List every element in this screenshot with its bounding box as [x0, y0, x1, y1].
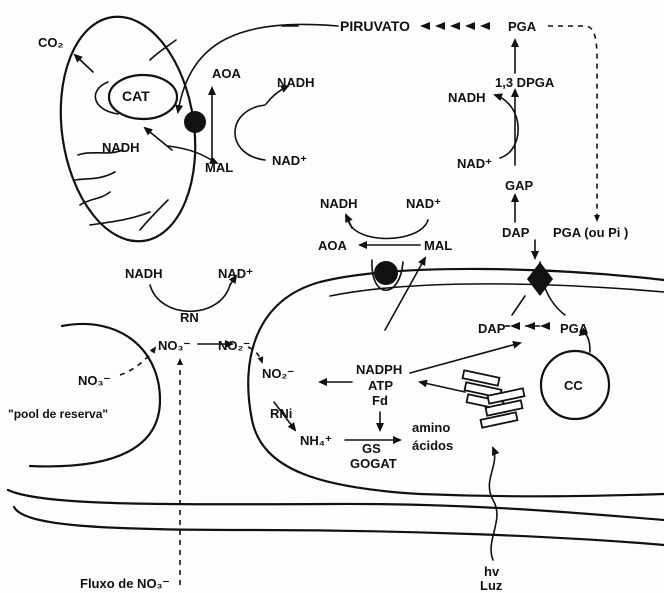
nadh-rn-label: NADH: [125, 266, 163, 281]
piruvato-label: PIRUVATO: [340, 18, 410, 34]
mal-mito-label: MAL: [205, 160, 233, 175]
hv-label: hv: [484, 564, 500, 579]
cc-label: CC: [564, 378, 583, 393]
nad-plus-glyc-label: NAD⁺: [457, 156, 492, 171]
thylakoids: [463, 370, 525, 427]
pool-label: "pool de reserva": [8, 407, 108, 421]
cat-label: CAT: [122, 88, 150, 104]
no3-cyto-label: NO₃⁻: [158, 338, 191, 353]
nadh-glyc-label: NADH: [448, 90, 486, 105]
amino-label: amino: [412, 420, 450, 435]
no3-vacuole-label: NO₃⁻: [78, 373, 111, 388]
aoa-mito-label: AOA: [212, 66, 242, 81]
gap-label: GAP: [505, 178, 534, 193]
nadh-mito-right-label: NADH: [277, 75, 315, 90]
co2-label: CO₂: [38, 35, 64, 50]
gogat-label: GOGAT: [350, 456, 397, 471]
dap-upper-label: DAP: [502, 225, 530, 240]
nad-plus-mid-label: NAD⁺: [406, 196, 441, 211]
chloroplast: [248, 269, 664, 496]
dap-chloro-label: DAP: [478, 321, 506, 336]
aoa-mid-label: AOA: [318, 238, 348, 253]
no2-cyto-label: NO₂⁻: [218, 338, 250, 353]
vacuole: [30, 324, 160, 466]
rni-label: RNi: [270, 406, 292, 421]
pga-ou-pi-label: PGA (ou Pi ): [553, 225, 628, 240]
no2-chloro-label: NO₂⁻: [262, 366, 294, 381]
nh4-label: NH₄⁺: [300, 433, 332, 448]
atp-label: ATP: [368, 378, 393, 393]
gs-label: GS: [362, 441, 381, 456]
luz-label: Luz: [480, 578, 503, 593]
rn-label: RN: [180, 310, 199, 325]
mal-mid-label: MAL: [424, 238, 452, 253]
nad-plus-rn-label: NAD⁺: [218, 266, 253, 281]
dpga-label: 1,3 DPGA: [495, 75, 555, 90]
nad-plus-mito-label: NAD⁺: [272, 153, 307, 168]
nadh-mito-left-label: NADH: [102, 140, 140, 155]
mito-translocator: [184, 111, 206, 133]
mitochondrion: [47, 8, 209, 250]
pga-chloro-label: PGA: [560, 321, 589, 336]
fluxo-label: Fluxo de NO₃⁻: [80, 576, 170, 591]
chloro-translocator: [374, 261, 398, 285]
acidos-label: ácidos: [412, 438, 453, 453]
cell-membrane: [8, 490, 664, 520]
nadph-label: NADPH: [356, 362, 402, 377]
fd-label: Fd: [372, 393, 388, 408]
pga-top-label: PGA: [508, 19, 537, 34]
nadh-mid-label: NADH: [320, 196, 358, 211]
